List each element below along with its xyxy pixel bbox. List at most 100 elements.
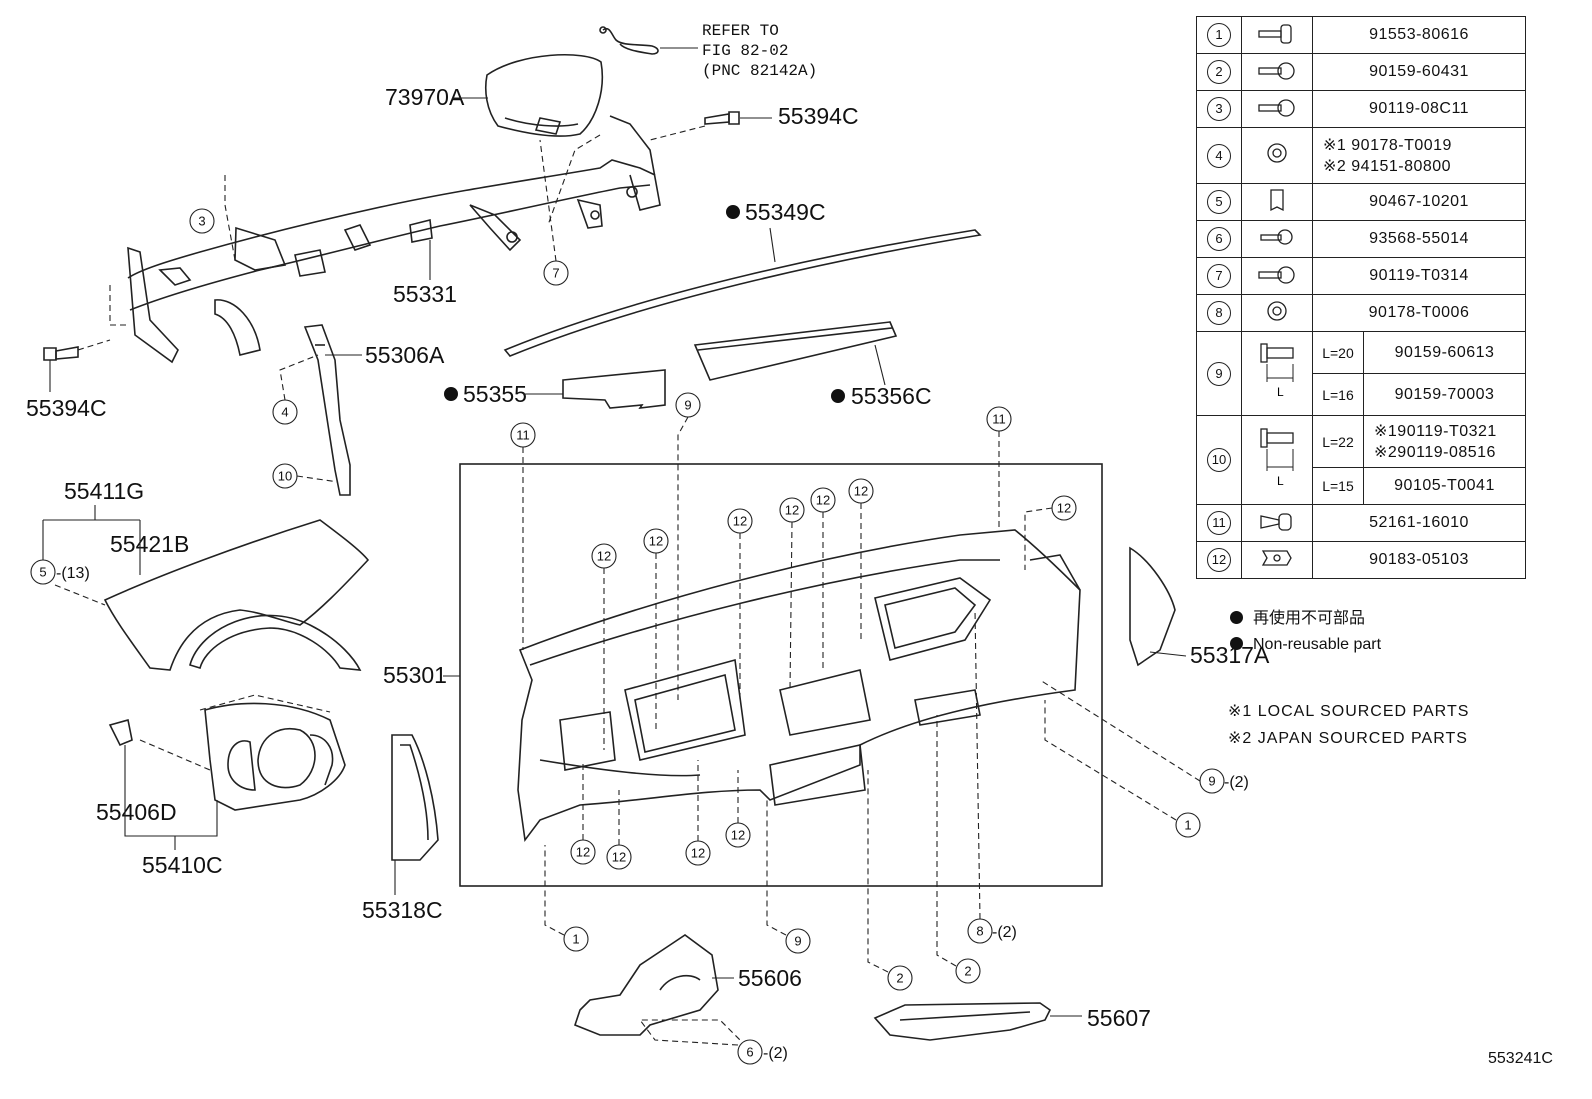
part-label-55406D[interactable]: 55406D: [96, 799, 177, 825]
callout-5[interactable]: 5: [39, 565, 46, 580]
callout-6[interactable]: 6: [746, 1045, 753, 1060]
legend-row-5: 5 90467-10201: [1196, 183, 1526, 221]
reference-note-line1: REFER TO: [702, 22, 779, 40]
callout-12-e[interactable]: 12: [816, 493, 830, 508]
callout-12-f[interactable]: 12: [854, 484, 868, 499]
callout-12-h[interactable]: 12: [576, 845, 590, 860]
legend-number-3: 3: [1207, 97, 1231, 121]
callout-1-right[interactable]: 1: [1184, 818, 1191, 833]
part-label-55411G[interactable]: 55411G: [64, 478, 144, 504]
callout-8-qty: -(2): [992, 924, 1017, 941]
part-label-55317A[interactable]: 55317A: [1190, 642, 1270, 668]
reference-note-line3: (PNC 82142A): [702, 62, 817, 80]
part-label-55606[interactable]: 55606: [738, 965, 802, 991]
callout-12-j[interactable]: 12: [691, 846, 705, 861]
callout-4[interactable]: 4: [281, 405, 288, 420]
callout-11-left[interactable]: 11: [516, 428, 530, 443]
legend-part-10a2: ※290119-08516: [1374, 443, 1496, 461]
part-label-55306A[interactable]: 55306A: [365, 342, 445, 368]
legend-number-7: 7: [1207, 264, 1231, 288]
legend-number-5: 5: [1207, 190, 1231, 214]
footnote-1: ※1 LOCAL SOURCED PARTS: [1228, 703, 1470, 720]
part-label-55318C[interactable]: 55318C: [362, 897, 443, 923]
legend-row-1: 1 91553-80616: [1196, 16, 1526, 54]
instrument-panel-frame: [459, 463, 1103, 887]
callout-12-i[interactable]: 12: [612, 850, 626, 865]
part-label-55331[interactable]: 55331: [393, 281, 457, 307]
part-label-55410C[interactable]: 55410C: [142, 852, 223, 878]
legend-mark-4a: ※1: [1323, 136, 1347, 154]
legend-part-10b: 90105-T0041: [1363, 467, 1526, 505]
part-label-55349C[interactable]: 55349C: [745, 199, 826, 225]
part-label-73970A[interactable]: 73970A: [385, 84, 465, 110]
legend-row-10b: L=15 90105-T0041: [1197, 467, 1526, 505]
reinforcement-beam-drawing: [127, 115, 661, 364]
legend-number-12: 12: [1207, 548, 1231, 572]
callout-11-right[interactable]: 11: [992, 412, 1006, 427]
legend-length-10b: L=15: [1312, 467, 1364, 505]
legend-part-8: 90178-T0006: [1312, 294, 1526, 332]
legend-part-4a: 90178-T0019: [1351, 136, 1452, 154]
callout-10[interactable]: 10: [278, 469, 292, 484]
legend-row-4: 4 ※1 90178-T0019 ※2 94151-80800: [1196, 127, 1526, 184]
part-label-55421B[interactable]: 55421B: [110, 531, 189, 557]
legend-part-6: 93568-55014: [1312, 220, 1526, 258]
callout-3[interactable]: 3: [198, 214, 205, 229]
part-label-55394C-left[interactable]: 55394C: [26, 395, 107, 421]
callout-6-qty: -(2): [763, 1045, 788, 1062]
legend-part-3: 90119-08C11: [1312, 90, 1526, 128]
legend-number-10: 10: [1207, 448, 1231, 472]
callout-9-right[interactable]: 9: [1208, 774, 1215, 789]
callout-2-left[interactable]: 2: [896, 971, 903, 986]
legend-number-8: 8: [1207, 301, 1231, 325]
legend-row-8: 8 90178-T0006: [1196, 294, 1526, 332]
long-bolt-icon: L: [1260, 427, 1294, 488]
legend-row-10a: 10 L L=22 ※190119-T0321 ※290119-08516: [1196, 415, 1526, 505]
sourcing-footnotes: ※1 LOCAL SOURCED PARTS ※2 JAPAN SOURCED …: [1228, 698, 1469, 752]
callout-1-bottom[interactable]: 1: [572, 932, 579, 947]
callout-12-a[interactable]: 12: [597, 549, 611, 564]
legend-mark-4b: ※2: [1323, 157, 1347, 175]
part-label-55301[interactable]: 55301: [383, 662, 447, 688]
cable-part-drawing: [599, 26, 659, 55]
long-bolt-icon: L: [1260, 343, 1294, 399]
footnote-2: ※2 JAPAN SOURCED PARTS: [1228, 730, 1468, 747]
legend-number-4: 4: [1207, 143, 1231, 168]
side-panel-55317A-drawing: [1129, 546, 1176, 667]
legend-row-6: 6 93568-55014: [1196, 220, 1526, 258]
callout-12-k[interactable]: 12: [731, 828, 745, 843]
part-label-55607[interactable]: 55607: [1087, 1005, 1151, 1031]
bolt-icon: [1258, 265, 1295, 284]
callout-2-right[interactable]: 2: [964, 964, 971, 979]
legend-part-10a1: ※190119-T0321: [1374, 422, 1497, 440]
callout-9-bottom[interactable]: 9: [794, 934, 801, 949]
dimension-label-10: L: [1277, 474, 1284, 488]
callout-12-d[interactable]: 12: [785, 503, 799, 518]
non-reusable-dot-55349C: [726, 205, 740, 219]
callout-8[interactable]: 8: [976, 924, 983, 939]
legend-row-12: 12 90183-05103: [1196, 541, 1526, 579]
part-label-55394C-top[interactable]: 55394C: [778, 103, 859, 129]
legend-row-3: 3 90119-08C11: [1196, 90, 1526, 128]
bolt-icon: [1258, 61, 1295, 80]
callout-12-c[interactable]: 12: [733, 514, 747, 529]
bolt-icon: [1258, 23, 1292, 44]
legend-part-7: 90119-T0314: [1312, 257, 1526, 295]
legend-part-5: 90467-10201: [1312, 183, 1526, 221]
part-label-55355[interactable]: 55355: [463, 381, 527, 407]
callout-7[interactable]: 7: [552, 266, 559, 281]
strip-55349C-drawing: [503, 229, 982, 357]
legend-row-7: 7 90119-T0314: [1196, 257, 1526, 295]
legend-row-9a: 9 L L=20 90159-60613: [1196, 331, 1526, 416]
legend-number-9: 9: [1207, 361, 1231, 386]
screw-left-part-drawing: [43, 346, 79, 361]
callout-9-top[interactable]: 9: [684, 398, 691, 413]
instrument-panel-drawing: [517, 529, 1081, 843]
legend-part-4b: 94151-80800: [1351, 157, 1452, 175]
legend-part-9a: 90159-60613: [1363, 331, 1526, 374]
part-label-55356C[interactable]: 55356C: [851, 383, 932, 409]
callout-12-g[interactable]: 12: [1057, 501, 1071, 516]
callout-12-b[interactable]: 12: [649, 534, 663, 549]
callout-5-qty: -(13): [56, 565, 90, 582]
screw-part-drawing: [704, 111, 740, 125]
